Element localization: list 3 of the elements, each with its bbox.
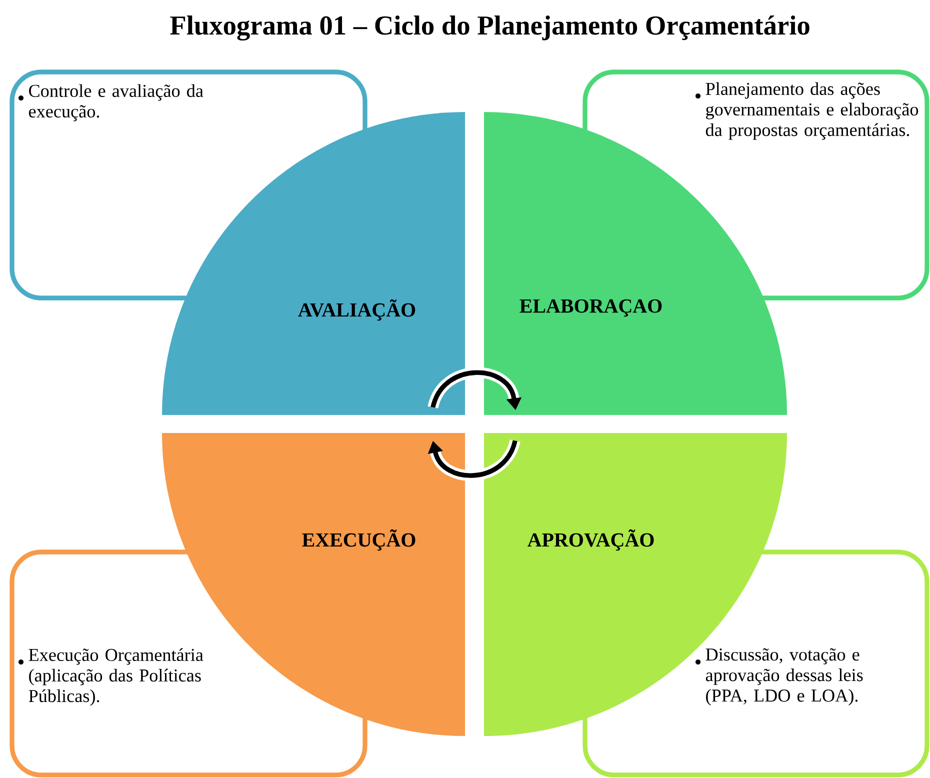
curved-arrow: [428, 439, 520, 481]
quadrant-segment: AVALIAÇÃO: [162, 112, 465, 415]
title: Fluxograma 01 – Ciclo do Planejamento Orçamentário: [170, 16, 810, 40]
